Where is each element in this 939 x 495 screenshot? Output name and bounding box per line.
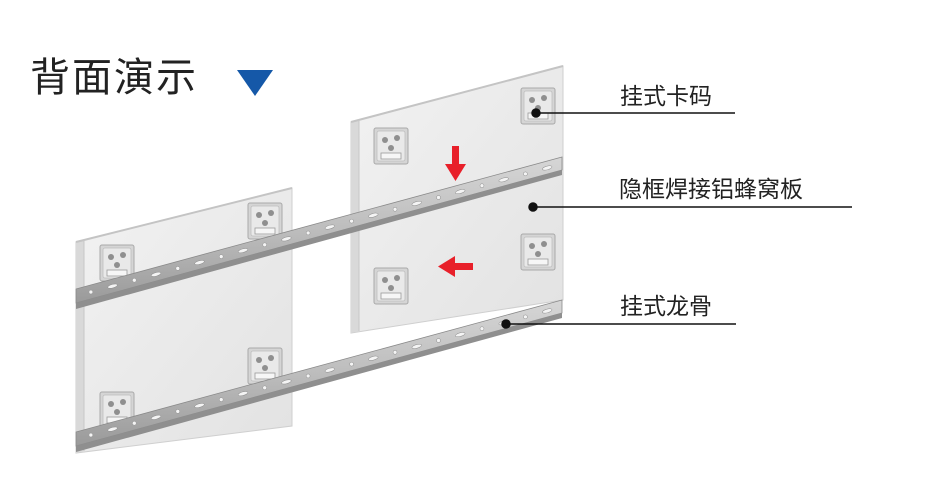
rail-slot bbox=[218, 397, 224, 402]
rail-slot bbox=[324, 367, 335, 373]
rail-slot bbox=[150, 271, 162, 277]
rail-slot bbox=[436, 195, 441, 200]
clip-icon bbox=[373, 127, 409, 165]
rail-slot bbox=[237, 391, 249, 397]
rail-slot bbox=[281, 379, 292, 385]
clip-icon bbox=[520, 87, 556, 125]
title-triangle-icon bbox=[237, 70, 273, 96]
rail-slot bbox=[523, 171, 528, 177]
down-arrow-icon bbox=[445, 146, 466, 181]
rail-slot bbox=[107, 283, 118, 289]
rail-slot bbox=[262, 242, 267, 248]
label-hanging-clip: 挂式卡码 bbox=[620, 84, 712, 110]
rail-slot bbox=[455, 332, 466, 338]
rail-slot bbox=[281, 236, 292, 242]
rail-slot bbox=[542, 165, 553, 171]
callout-leaders bbox=[501, 108, 852, 329]
rail-slot bbox=[392, 207, 398, 212]
rail-slot bbox=[436, 338, 441, 343]
rail-slot bbox=[175, 409, 181, 414]
rail-slot bbox=[368, 212, 379, 218]
rail-slot bbox=[88, 289, 94, 295]
rail-slot bbox=[218, 254, 224, 259]
rail-slot bbox=[392, 350, 398, 355]
rail-slot bbox=[237, 248, 249, 254]
rail-slot bbox=[542, 308, 553, 314]
rail-slot bbox=[107, 426, 118, 432]
upper-keel-rail bbox=[75, 156, 563, 309]
rail-slot bbox=[523, 314, 528, 320]
rail-slot bbox=[455, 189, 466, 195]
left-arrow-icon bbox=[438, 256, 473, 277]
rail-slot bbox=[479, 183, 485, 188]
clip-icon bbox=[373, 267, 409, 305]
rail-slot bbox=[349, 218, 354, 224]
rail-slot bbox=[305, 373, 311, 379]
lower-keel-rail bbox=[75, 299, 563, 452]
rail-slot bbox=[411, 343, 422, 349]
rail-slot bbox=[368, 355, 379, 361]
rail-slot bbox=[132, 420, 137, 426]
rail-slot bbox=[262, 385, 267, 391]
rail-slot bbox=[305, 230, 311, 236]
rail-slot bbox=[479, 326, 485, 331]
rail-slot bbox=[175, 266, 181, 271]
rail-slot bbox=[132, 277, 137, 283]
rail-slot bbox=[324, 224, 335, 230]
rail-slot bbox=[498, 177, 509, 183]
rail-slot bbox=[349, 361, 354, 367]
rail-slot bbox=[194, 403, 205, 408]
label-keel: 挂式龙骨 bbox=[620, 294, 712, 320]
clip-icon bbox=[247, 202, 283, 240]
rail-slot bbox=[88, 432, 94, 438]
rail-slot bbox=[150, 414, 162, 420]
label-panel: 隐框焊接铝蜂窝板 bbox=[619, 177, 803, 203]
page-title: 背面演示 bbox=[30, 55, 198, 101]
rail-slot bbox=[194, 260, 205, 265]
rail-slot bbox=[411, 200, 422, 206]
clip-icon bbox=[520, 233, 556, 271]
